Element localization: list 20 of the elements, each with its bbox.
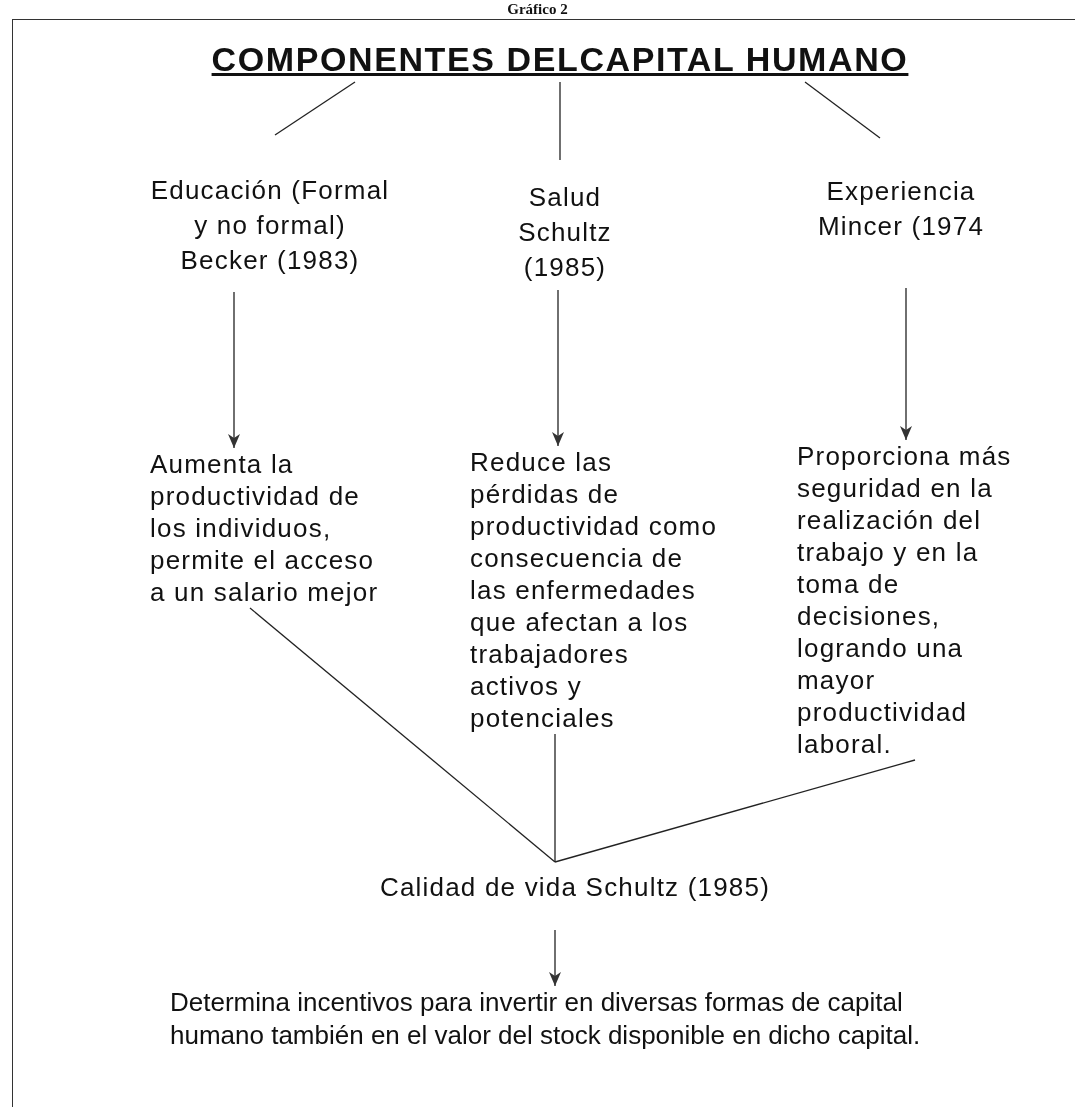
- concept-label: Experiencia Mincer (1974: [816, 175, 986, 243]
- connector-line: [804, 81, 881, 139]
- figure-label: Gráfico 2: [506, 1, 569, 18]
- description-text: Aumenta la productividad de los individuos, permite el acceso a un salario mejor: [150, 448, 380, 608]
- connector-line: [559, 81, 561, 161]
- connector-line: [274, 81, 356, 136]
- concept-label: Salud Schultz (1985): [517, 181, 613, 284]
- connector-line: [554, 733, 556, 863]
- arrow: [228, 291, 240, 449]
- concept-label: Educación (Formal y no formal) Becker (1983): [149, 174, 391, 277]
- concept-label: Calidad de vida Schultz (1985): [378, 871, 772, 904]
- connector-line: [249, 607, 556, 863]
- arrow: [549, 929, 561, 987]
- description-text: Determina incentivos para invertir en diversas formas de capital humano también en el valor del stock disponible en dicho capital.: [170, 986, 922, 1052]
- description-text: Proporciona más seguridad en la realización del trabajo y en la toma de decisiones, logrando una mayor productividad laboral.: [797, 440, 1013, 760]
- connector-line: [554, 759, 916, 863]
- heading-label: COMPONENTES DELCAPITAL HUMANO: [210, 40, 910, 78]
- description-text: Reduce las pérdidas de productividad como consecuencia de las enfermedades que afectan a los trabajadores activos y potenciales: [470, 446, 719, 734]
- arrow: [900, 287, 912, 441]
- arrow: [552, 289, 564, 447]
